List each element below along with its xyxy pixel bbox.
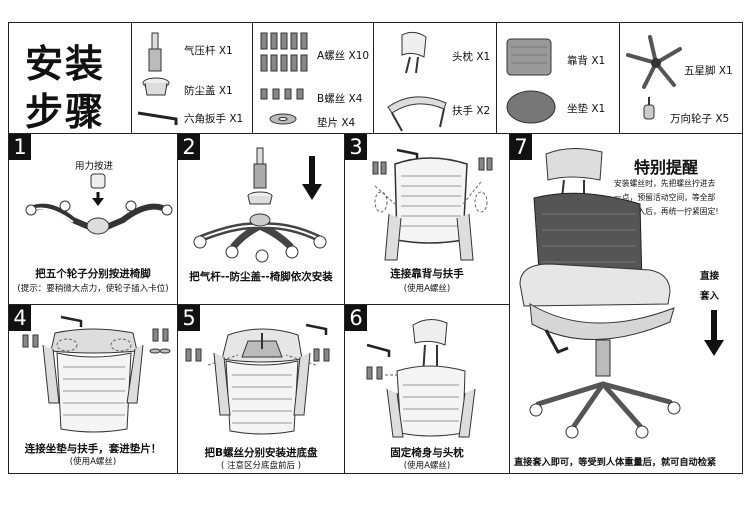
step-4-caption: 连接坐垫与扶手，套进垫片！ xyxy=(24,443,162,455)
armrest-icon xyxy=(387,96,447,132)
step-4-sub: (使用A螺丝) xyxy=(69,457,117,467)
step-3-illustration xyxy=(372,148,493,261)
step-7-note-line-1: 安装螺丝时，先把螺丝拧进去 xyxy=(614,179,716,188)
step-1-sub: (提示：要稍微大点力，使轮子插入卡位) xyxy=(17,284,169,294)
backrest-icon xyxy=(506,38,552,76)
step-6-caption: 固定椅身与头枕 xyxy=(390,447,464,459)
step-number: 1 xyxy=(9,134,31,160)
part-label-backrest: 靠背 X1 xyxy=(567,55,606,67)
parts-panel-screws: A螺丝 X10 B螺丝 X4 垫片 X4 xyxy=(252,22,374,134)
step-5-panel: 5 把B螺丝分别安装进底盘 ( 注意区分底盘前后 ) xyxy=(177,304,345,474)
five-star-base-icon xyxy=(626,35,682,89)
step-number: 2 xyxy=(178,134,200,160)
part-label-headrest: 头枕 X1 xyxy=(452,51,491,63)
step-7-arrow-label-2: 套入 xyxy=(700,291,720,302)
step-6-sub: (使用A螺丝) xyxy=(403,461,451,471)
step-5-caption: 把B螺丝分别安装进底盘 xyxy=(204,447,318,459)
step-4-illustration xyxy=(22,315,171,433)
step-3-panel: 3 连接靠背与扶手 (使用A螺丝) xyxy=(344,133,510,305)
step-1-illustration xyxy=(25,173,173,235)
step-7-arrow-label-1: 直接 xyxy=(700,271,720,282)
parts-panel-headrest-armrest: 头枕 X1 扶手 X2 xyxy=(373,22,497,134)
headrest-icon xyxy=(401,31,427,74)
part-label-hex-wrench: 六角扳手 X1 xyxy=(184,113,244,125)
step-2-illustration xyxy=(193,147,327,263)
dust-cover-icon xyxy=(142,77,170,96)
step-1-top-note: 用力按进 xyxy=(75,161,114,172)
gas-lift-icon xyxy=(148,32,162,72)
washer-icon xyxy=(269,113,297,125)
part-label-dust-cover: 防尘盖 X1 xyxy=(184,85,233,97)
step-2-panel: 2 把气杆--防尘盖--椅脚依次安装 xyxy=(177,133,345,305)
parts-panel-tools: 气压杆 X1 防尘盖 X1 六角扳手 X1 xyxy=(131,22,253,134)
step-7-panel: 7 特别提醒 安装螺丝时，先把螺丝拧进去 一点，预留活动空间，等全部 螺丝插入后… xyxy=(509,133,743,474)
seat-cushion-icon xyxy=(506,90,556,124)
parts-panel-back-seat: 靠背 X1 坐垫 X1 xyxy=(496,22,620,134)
caster-wheel-icon xyxy=(643,97,655,120)
step-7-note-line-2: 一点，预留活动空间，等全部 xyxy=(614,193,716,202)
screw-b-icon xyxy=(260,88,304,100)
hex-wrench-icon xyxy=(137,111,178,125)
part-label-screw-b: B螺丝 X4 xyxy=(317,93,363,105)
step-7-note-line-3: 螺丝插入后，再统一拧紧固定! xyxy=(614,207,719,216)
screw-a-icon xyxy=(260,32,308,72)
part-label-washer: 垫片 X4 xyxy=(317,117,356,129)
part-label-screw-a: A螺丝 X10 xyxy=(317,50,370,62)
step-5-illustration xyxy=(185,323,330,435)
step-3-caption: 连接靠背与扶手 xyxy=(390,268,464,280)
step-3-sub: (使用A螺丝) xyxy=(403,284,451,294)
title-line-2: 步骤 xyxy=(25,90,106,134)
step-6-panel: 6 固定椅身与头枕 (使用A螺丝) xyxy=(344,304,510,474)
step-number: 4 xyxy=(9,305,31,331)
step-5-sub: ( 注意区分底盘前后 ) xyxy=(220,461,302,471)
part-label-five-star-base: 五星脚 X1 xyxy=(684,65,733,77)
step-number: 5 xyxy=(178,305,200,331)
step-number: 3 xyxy=(345,134,367,160)
step-7-heading: 特别提醒 xyxy=(634,158,699,177)
part-label-seat-cushion: 坐垫 X1 xyxy=(567,103,606,115)
part-label-gas-lift: 气压杆 X1 xyxy=(184,45,233,57)
step-1-panel: 1 用力按进 把五个轮子分别按进椅脚 (提示：要稍微大点力，使轮子插入卡位) xyxy=(8,133,178,305)
step-number: 6 xyxy=(345,305,367,331)
step-2-caption: 把气杆--防尘盖--椅脚依次安装 xyxy=(189,271,333,283)
part-label-armrest: 扶手 X2 xyxy=(452,105,491,117)
step-6-illustration xyxy=(366,319,476,438)
parts-panel-base-wheels: 五星脚 X1 万向轮子 X5 xyxy=(619,22,743,134)
title-line-1: 安装 xyxy=(25,42,106,86)
step-1-caption: 把五个轮子分别按进椅脚 xyxy=(35,268,151,280)
step-number: 7 xyxy=(510,134,532,160)
step-7-illustration xyxy=(519,148,724,439)
step-4-panel: 4 连接坐垫与扶手，套进垫片！ (使用A螺丝) xyxy=(8,304,178,474)
title-panel: 安装 步骤 xyxy=(8,22,132,134)
part-label-caster-wheel: 万向轮子 X5 xyxy=(670,113,730,125)
step-7-caption: 直接套入即可，等受到人体重量后，就可自动检紧 xyxy=(514,457,717,468)
